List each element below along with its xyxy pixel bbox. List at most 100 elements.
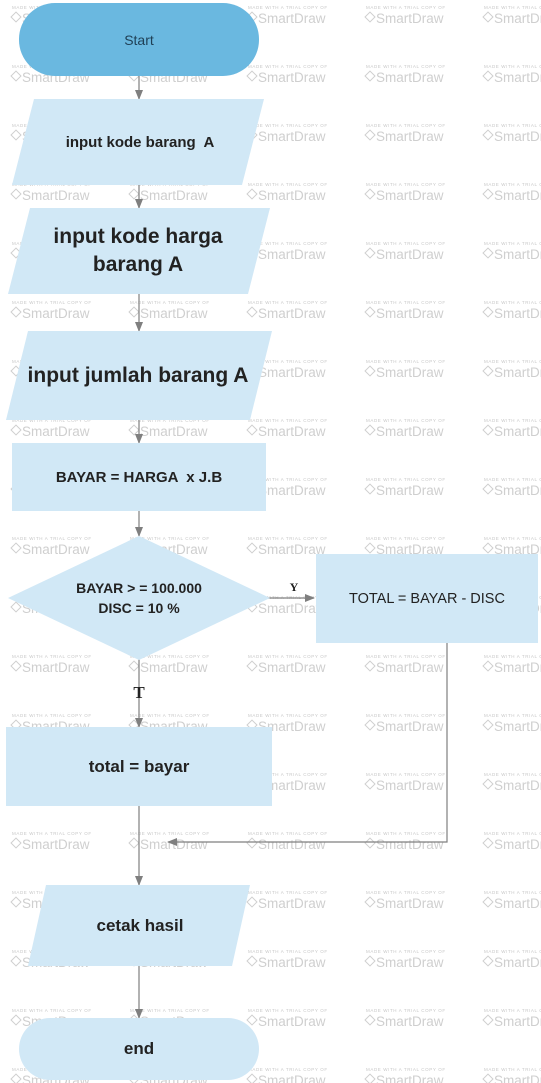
watermark-brand-text: SmartDraw [258, 837, 326, 852]
watermark-brand-text: SmartDraw [494, 247, 541, 262]
watermark-small-text: MADE WITH A TRIAL COPY OF [248, 949, 328, 954]
watermark-small-text: MADE WITH A TRIAL COPY OF [366, 831, 446, 836]
watermark-brand-text: SmartDraw [258, 955, 326, 970]
watermark-small-text: MADE WITH A TRIAL COPY OF [366, 654, 446, 659]
total-disc-process [316, 554, 538, 643]
watermark-small-text: MADE WITH A TRIAL COPY OF [248, 123, 328, 128]
watermark-brand-text: SmartDraw [494, 778, 541, 793]
edge-total-disc-merge [167, 643, 448, 846]
watermark-brand-text: SmartDraw [22, 542, 90, 557]
watermark-small-text: MADE WITH A TRIAL COPY OF [366, 772, 446, 777]
watermark-brand-text: SmartDraw [22, 660, 90, 675]
watermark-small-text: MADE WITH A TRIAL COPY OF [484, 477, 541, 482]
watermark-brand-text: SmartDraw [376, 306, 444, 321]
watermark-brand-text: SmartDraw [494, 70, 541, 85]
watermark-brand-text: SmartDraw [258, 483, 326, 498]
watermark-brand-text: SmartDraw [494, 188, 541, 203]
watermark-small-text: MADE WITH A TRIAL COPY OF [484, 1067, 541, 1072]
watermark-brand-text: SmartDraw [494, 896, 541, 911]
watermark-brand-text: SmartDraw [140, 306, 208, 321]
watermark-small-text: MADE WITH A TRIAL COPY OF [484, 949, 541, 954]
input-harga-label: input kode harga barang A [53, 225, 223, 276]
start-label: Start [124, 31, 154, 48]
watermark-small-text: MADE WITH A TRIAL COPY OF [366, 241, 446, 246]
watermark-brand-text: SmartDraw [494, 837, 541, 852]
watermark-small-text: MADE WITH A TRIAL COPY OF [366, 64, 446, 69]
watermark-brand-text: SmartDraw [376, 129, 444, 144]
watermark-small-text: MADE WITH A TRIAL COPY OF [248, 359, 328, 364]
watermark-brand-text: SmartDraw [258, 896, 326, 911]
edge-label-no: T [133, 683, 145, 702]
watermark-small-text: MADE WITH A TRIAL COPY OF [12, 300, 92, 305]
watermark-small-text: MADE WITH A TRIAL COPY OF [484, 772, 541, 777]
watermark-small-text: MADE WITH A TRIAL COPY OF [484, 1008, 541, 1013]
watermark-brand-text: SmartDraw [494, 483, 541, 498]
decision-label: BAYAR > = 100.000 DISC = 10 % [76, 580, 202, 616]
watermark-brand-text: SmartDraw [258, 70, 326, 85]
watermark-small-text: MADE WITH A TRIAL COPY OF [248, 536, 328, 541]
watermark-brand-text: SmartDraw [140, 188, 208, 203]
watermark-brand-text: SmartDraw [494, 365, 541, 380]
watermark-small-text: MADE WITH A TRIAL COPY OF [366, 123, 446, 128]
watermark-small-text: MADE WITH A TRIAL COPY OF [130, 654, 210, 659]
watermark-small-text: MADE WITH A TRIAL COPY OF [366, 182, 446, 187]
input-kode-parallelogram [12, 99, 264, 185]
watermark-small-text: MADE WITH A TRIAL COPY OF [484, 123, 541, 128]
watermark-brand-text: SmartDraw [494, 1014, 541, 1029]
watermark-small-text: MADE WITH A TRIAL COPY OF [130, 300, 210, 305]
watermark-small-text: MADE WITH A TRIAL COPY OF [248, 654, 328, 659]
watermark-small-text: MADE WITH A TRIAL COPY OF [366, 1008, 446, 1013]
watermark-small-text: MADE WITH A TRIAL COPY OF [248, 182, 328, 187]
watermark-brand-text: SmartDraw [258, 247, 326, 262]
watermark-small-text: MADE WITH A TRIAL COPY OF [366, 477, 446, 482]
watermark-small-text: MADE WITH A TRIAL COPY OF [484, 890, 541, 895]
watermark-brand-text: SmartDraw [376, 660, 444, 675]
watermark-brand-text: SmartDraw [376, 11, 444, 26]
bayar-label: BAYAR = HARGA x J.B [55, 468, 223, 486]
watermark-brand-text: SmartDraw [494, 11, 541, 26]
watermark-small-text: MADE WITH A TRIAL COPY OF [366, 949, 446, 954]
input-kode-label: input kode barang A [65, 133, 215, 151]
watermark-brand-text: SmartDraw [258, 1014, 326, 1029]
watermark-small-text: MADE WITH A TRIAL COPY OF [248, 713, 328, 718]
input-jumlah-parallelogram [6, 331, 272, 420]
watermark-brand-text: SmartDraw [494, 660, 541, 675]
watermark-small-text: MADE WITH A TRIAL COPY OF [12, 418, 92, 423]
watermark-brand-text: SmartDraw [494, 719, 541, 734]
watermark-small-text: MADE WITH A TRIAL COPY OF [366, 5, 446, 10]
watermark-brand-text: SmartDraw [494, 542, 541, 557]
watermark-small-text: MADE WITH A TRIAL COPY OF [248, 772, 328, 777]
cetak-label: cetak hasil [96, 915, 184, 935]
watermark-brand-text: SmartDraw [494, 129, 541, 144]
watermark-small-text: MADE WITH A TRIAL COPY OF [484, 241, 541, 246]
watermark-small-text: MADE WITH A TRIAL COPY OF [248, 241, 328, 246]
watermark-brand-text: SmartDraw [376, 365, 444, 380]
watermark-brand-text: SmartDraw [376, 719, 444, 734]
